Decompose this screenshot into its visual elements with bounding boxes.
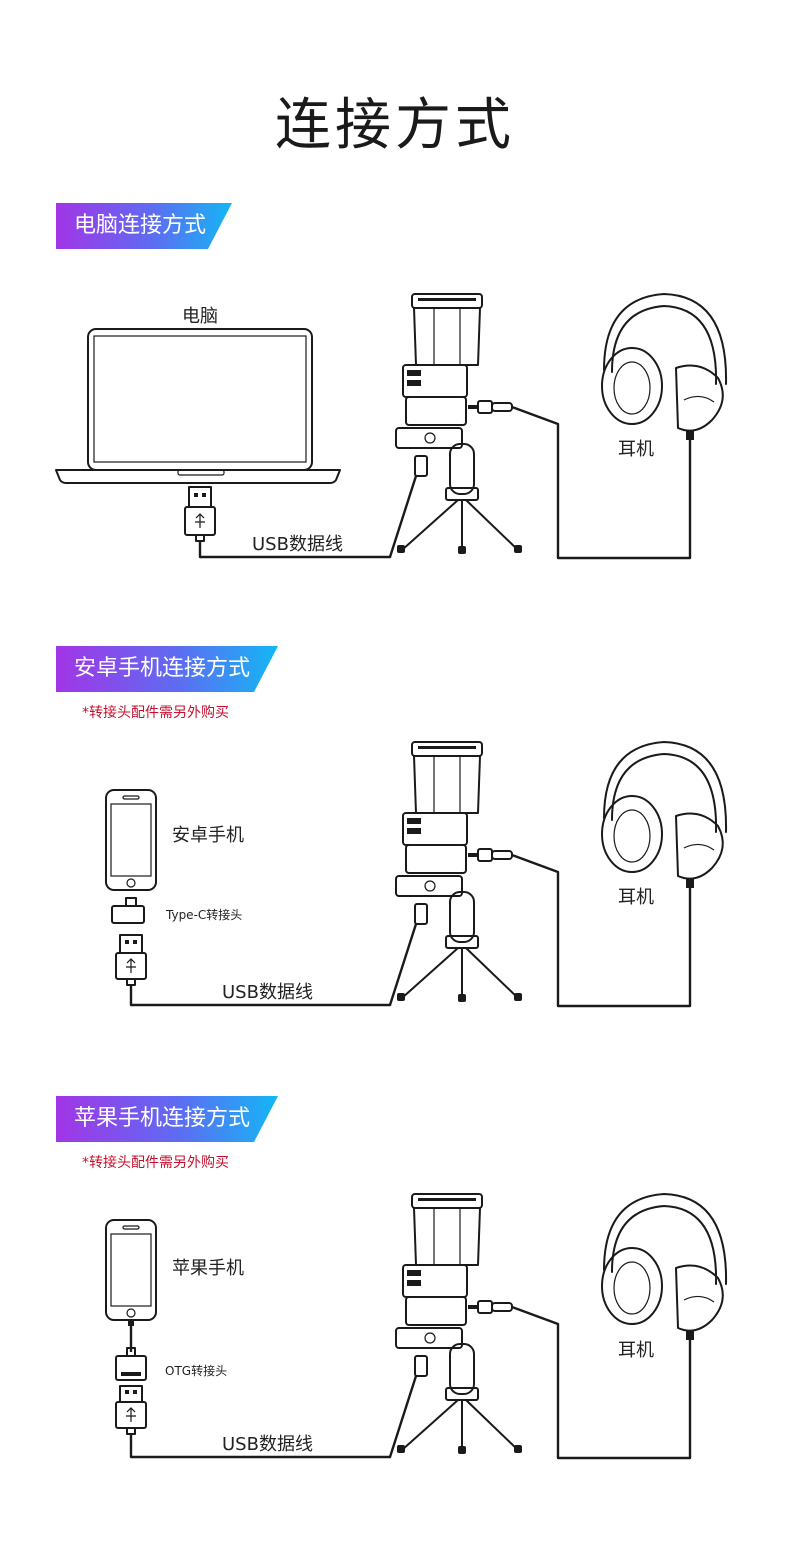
page-title: 连接方式 [275, 93, 515, 158]
android-phone-icon [105, 789, 157, 891]
audio-jack-icon [468, 848, 513, 862]
typec-adapter-icon [111, 897, 145, 924]
usb-cable [129, 1375, 418, 1459]
computer-connection-diagram [55, 293, 728, 560]
headphone-label: 耳机 [618, 439, 654, 460]
usb-plug-icon [184, 486, 216, 542]
android-phone-label: 安卓手机 [172, 825, 244, 846]
headphone-cable [511, 405, 692, 560]
audio-jack-icon [468, 1300, 513, 1314]
usb-cable-label: USB数据线 [222, 982, 313, 1003]
headphone-label: 耳机 [618, 1340, 654, 1361]
computer-label: 电脑 [182, 306, 218, 327]
section-heading-computer: 电脑连接方式 [56, 203, 232, 249]
microphone-icon [395, 293, 522, 554]
microphone-icon [395, 741, 522, 1002]
usb-cable-label: USB数据线 [252, 534, 343, 555]
usb-cable [198, 475, 418, 559]
typec-adapter-label: Type-C转接头 [166, 908, 243, 922]
headphone-cable [511, 853, 692, 1008]
adapter-note: *转接头配件需另外购买 [82, 705, 229, 721]
laptop-icon [55, 328, 341, 484]
microphone-icon [395, 1193, 522, 1454]
otg-adapter-icon [115, 1355, 147, 1381]
headphones-icon [601, 1193, 728, 1340]
usb-cable [129, 923, 418, 1007]
usb-plug-icon [115, 1385, 147, 1435]
lightning-connector-icon [126, 1320, 136, 1357]
android-connection-diagram [105, 741, 728, 1008]
usb-cable-label: USB数据线 [222, 1434, 313, 1455]
headphone-label: 耳机 [618, 887, 654, 908]
headphone-cable [511, 1305, 692, 1460]
section-heading-iphone: 苹果手机连接方式 [56, 1096, 278, 1142]
usb-plug-icon [115, 934, 147, 986]
iphone-connection-diagram [105, 1193, 728, 1460]
iphone-icon [105, 1219, 157, 1321]
section-heading-android: 安卓手机连接方式 [56, 646, 278, 692]
iphone-label: 苹果手机 [172, 1258, 244, 1279]
headphones-icon [601, 293, 728, 440]
adapter-note: *转接头配件需另外购买 [82, 1155, 229, 1171]
otg-adapter-label: OTG转接头 [165, 1364, 228, 1378]
headphones-icon [601, 741, 728, 888]
audio-jack-icon [468, 400, 513, 414]
